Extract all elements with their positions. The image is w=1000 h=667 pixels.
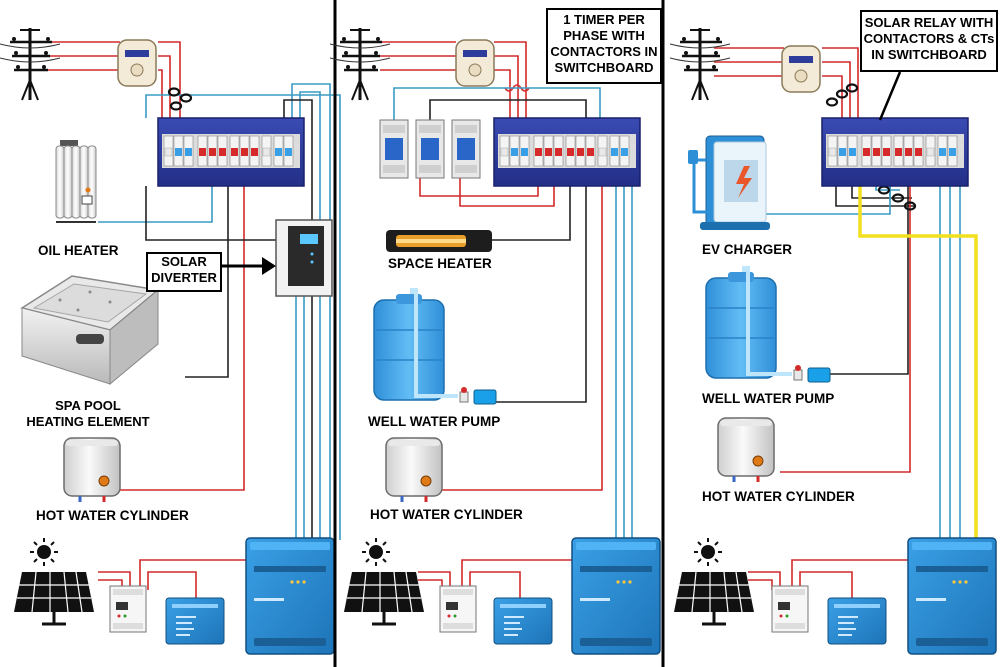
timer-note-callout: 1 TIMER PER PHASE WITH CONTACTORS IN SWI… xyxy=(546,8,662,84)
charge-controller-icon xyxy=(109,585,147,633)
timer-note-line1: 1 TIMER PER xyxy=(563,12,645,27)
space-heater-label: SPACE HEATER xyxy=(388,256,492,271)
spa-pool-label-line2: HEATING ELEMENT xyxy=(26,414,150,429)
spa-pool-icon xyxy=(20,275,160,386)
timer-note-line4: SWITCHBOARD xyxy=(554,60,654,75)
panel-1-solar-diverter xyxy=(0,26,341,655)
solar-panel-icon xyxy=(672,570,756,626)
inverter-icon xyxy=(571,537,661,655)
battery-icon xyxy=(493,597,553,645)
hot-water-cylinder-label: HOT WATER CYLINDER xyxy=(36,508,189,523)
well-water-pump-label: WELL WATER PUMP xyxy=(702,391,835,406)
solar-panel-icon xyxy=(12,570,96,626)
panel-2-timers xyxy=(328,26,661,655)
electricity-meter-icon xyxy=(781,45,821,93)
solar-diverter-label-line1: SOLAR xyxy=(161,254,207,269)
inverter-icon xyxy=(245,537,335,655)
water-pump-icon xyxy=(459,386,497,405)
solar-panel-icon xyxy=(342,570,426,626)
hot-water-cylinder-icon xyxy=(62,436,122,504)
solar-diverter-callout: SOLAR DIVERTER xyxy=(146,252,222,292)
water-tank-icon xyxy=(705,266,792,379)
water-pump-icon xyxy=(793,364,831,383)
hot-water-cylinder-label: HOT WATER CYLINDER xyxy=(702,489,855,504)
utility-pole-icon xyxy=(0,26,62,102)
inverter-icon xyxy=(907,537,997,655)
hot-water-cylinder-icon xyxy=(384,436,444,504)
charge-controller-icon xyxy=(771,585,809,633)
solar-relay-note-line2: CONTACTORS & CTs xyxy=(863,31,995,46)
switchboard-icon xyxy=(494,118,640,186)
electricity-meter-icon xyxy=(455,39,495,87)
solar-relay-note-callout: SOLAR RELAY WITH CONTACTORS & CTs IN SWI… xyxy=(860,10,998,72)
sun-icon xyxy=(693,537,723,567)
utility-pole-icon xyxy=(668,26,732,102)
battery-icon xyxy=(827,597,887,645)
switchboard-icon xyxy=(158,118,304,186)
timer-icon xyxy=(415,119,445,179)
water-tank-icon xyxy=(373,288,458,401)
switchboard-icon xyxy=(822,118,968,186)
timer-note-line3: CONTACTORS IN xyxy=(550,44,658,59)
timer-note-line2: PHASE WITH xyxy=(563,28,645,43)
oil-heater-label: OIL HEATER xyxy=(38,243,119,258)
sun-icon xyxy=(361,537,391,567)
utility-pole-icon xyxy=(328,26,392,102)
solar-diverter-label-line2: DIVERTER xyxy=(151,270,217,285)
electricity-meter-icon xyxy=(117,39,157,87)
spa-pool-label: SPA POOL HEATING ELEMENT xyxy=(8,398,168,430)
oil-heater-icon xyxy=(55,140,97,223)
solar-relay-note-line1: SOLAR RELAY WITH xyxy=(864,15,994,30)
ev-charger-label: EV CHARGER xyxy=(702,242,793,257)
spa-pool-label-line1: SPA POOL xyxy=(55,398,121,413)
panel-3-solar-relay xyxy=(668,26,997,655)
charge-controller-icon xyxy=(439,585,477,633)
hot-water-cylinder-icon xyxy=(716,416,776,484)
timer-icon xyxy=(451,119,481,179)
solar-relay-note-line3: IN SWITCHBOARD xyxy=(871,47,987,62)
timer-icon xyxy=(379,119,409,179)
well-water-pump-label: WELL WATER PUMP xyxy=(368,414,501,429)
solar-diverter-icon xyxy=(275,219,333,297)
sun-icon xyxy=(29,537,59,567)
battery-icon xyxy=(165,597,225,645)
hot-water-cylinder-label: HOT WATER CYLINDER xyxy=(370,507,523,522)
ev-charger-icon xyxy=(688,135,770,230)
space-heater-icon xyxy=(386,230,492,252)
